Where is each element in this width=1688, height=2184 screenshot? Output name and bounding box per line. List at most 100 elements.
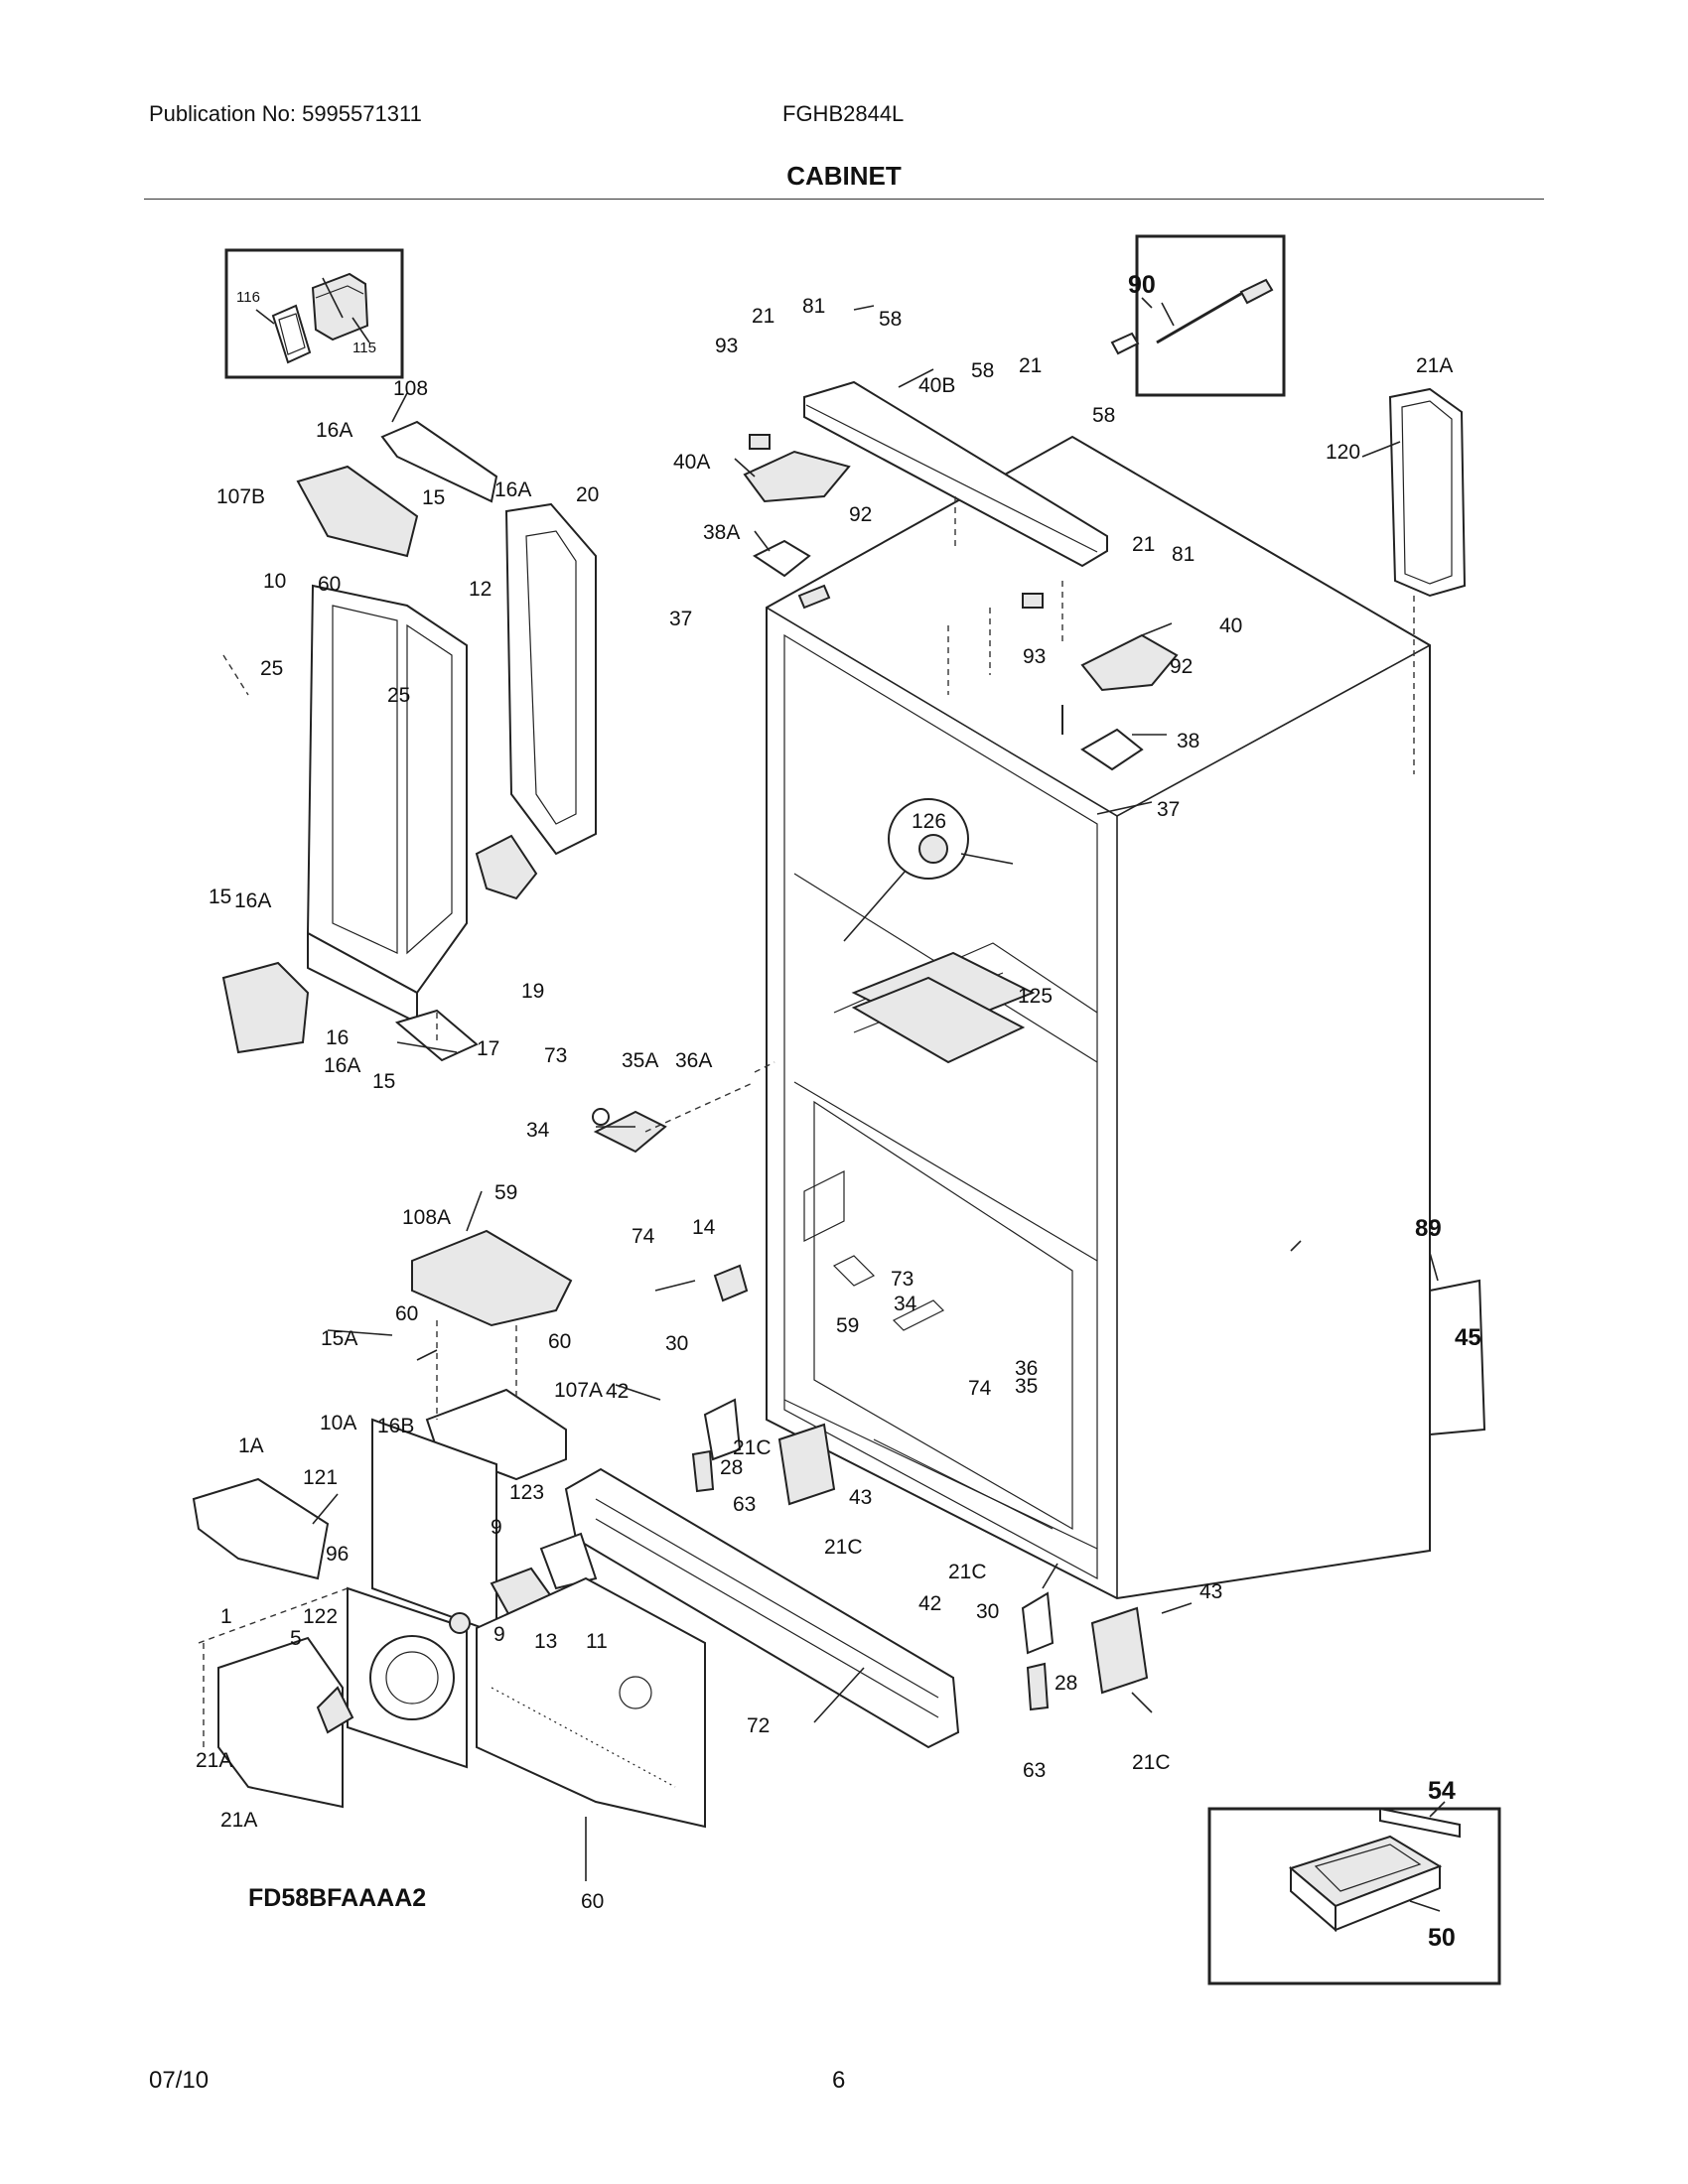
- inset-box-top-right: [1135, 234, 1286, 397]
- title-rule: [144, 199, 1544, 200]
- part-40-hinge: [1080, 633, 1179, 692]
- model-number: FGHB2844L: [782, 101, 905, 126]
- callout-17: 17: [477, 1037, 499, 1060]
- callout-9: 9: [493, 1623, 505, 1646]
- part-19-bracket: [475, 834, 538, 900]
- callout-60: 60: [548, 1330, 571, 1353]
- leader-lines: [198, 277, 1415, 1881]
- callout-21C: 21C: [733, 1436, 772, 1459]
- part-50-54-tray: [1288, 1801, 1461, 1933]
- part-125-shelf: [851, 976, 1026, 1064]
- callout-25: 25: [260, 657, 283, 680]
- callout-43: 43: [1199, 1580, 1222, 1603]
- publication-number: Publication No: 5995571311: [149, 101, 422, 126]
- part-93-blocks: [749, 434, 1044, 609]
- inset-box-bottom-right: [1207, 1807, 1501, 1985]
- callout-38: 38: [1177, 730, 1199, 752]
- callout-36: 36: [1015, 1357, 1038, 1380]
- part-120-panel: [1361, 387, 1467, 598]
- part-10-12-duct: [306, 584, 468, 1024]
- callout-10A: 10A: [320, 1412, 356, 1434]
- callout-16A: 16A: [324, 1054, 360, 1077]
- callout-107A: 107A: [554, 1379, 603, 1402]
- callout-60: 60: [395, 1302, 418, 1325]
- callout-34: 34: [894, 1293, 917, 1315]
- part-108-107B-housing: [296, 420, 498, 558]
- callout-92: 92: [849, 503, 872, 526]
- callout-15: 15: [422, 486, 445, 509]
- callout-10: 10: [263, 570, 286, 593]
- part-30-28-43-hinge-right: [1021, 1591, 1149, 1695]
- callout-16: 16: [326, 1026, 349, 1049]
- callout-107B: 107B: [216, 485, 265, 508]
- callout-72: 72: [747, 1714, 770, 1737]
- callout-60: 60: [581, 1890, 604, 1913]
- part-34-35A-hinge: [592, 1108, 667, 1154]
- callout-21: 21: [1132, 533, 1155, 556]
- callout-115: 115: [352, 340, 376, 356]
- callout-15: 15: [209, 886, 231, 908]
- callout-21A: 21A: [1416, 354, 1453, 377]
- callout-34: 34: [526, 1119, 550, 1142]
- callout-123: 123: [509, 1481, 544, 1504]
- callout-5: 5: [290, 1627, 302, 1650]
- callout-122: 122: [303, 1605, 338, 1628]
- callout-90: 90: [1128, 271, 1156, 299]
- callout-35: 35: [1015, 1375, 1038, 1398]
- callout-16A: 16A: [494, 478, 531, 501]
- callout-81: 81: [1172, 543, 1195, 566]
- callout-16B: 16B: [377, 1415, 414, 1437]
- part-14-block: [713, 1264, 749, 1302]
- callout-38A: 38A: [703, 521, 740, 544]
- callout-42: 42: [606, 1380, 629, 1403]
- part-63-leveler: [691, 1449, 1050, 1711]
- part-30-28-43-hinge-left: [703, 1398, 836, 1506]
- callout-11: 11: [586, 1630, 608, 1653]
- callout-14: 14: [692, 1216, 716, 1239]
- callout-13: 13: [534, 1630, 557, 1653]
- inset-box-top-left: [224, 248, 404, 379]
- callout-108: 108: [393, 377, 428, 400]
- page-number: 6: [832, 2067, 846, 2094]
- callout-21A: 21A: [220, 1809, 257, 1832]
- callout-73: 73: [544, 1044, 567, 1067]
- callout-93: 93: [1023, 645, 1046, 668]
- part-11-panel: [476, 1576, 706, 1829]
- callout-37: 37: [669, 608, 692, 630]
- part-121-122-fan-housing: [347, 1586, 468, 1769]
- callout-125: 125: [1018, 985, 1053, 1008]
- callout-50: 50: [1428, 1924, 1456, 1952]
- callout-21C: 21C: [824, 1536, 863, 1559]
- callout-74: 74: [968, 1377, 992, 1400]
- callout-40: 40: [1219, 614, 1242, 637]
- callout-21: 21: [752, 305, 774, 328]
- part-20-liner: [504, 502, 597, 856]
- callout-12: 12: [469, 578, 492, 601]
- callout-89: 89: [1415, 1215, 1442, 1242]
- page-title: CABINET: [786, 161, 902, 191]
- callout-60: 60: [318, 573, 341, 596]
- callout-1: 1: [220, 1605, 232, 1628]
- callout-45: 45: [1455, 1324, 1481, 1351]
- callout-30: 30: [665, 1332, 688, 1355]
- callout-116: 116: [236, 289, 260, 306]
- callout-42: 42: [918, 1592, 941, 1615]
- callout-126: 126: [912, 810, 946, 833]
- callout-labels: 116 115 108 16A 107B 15 16A 20 60 10 12 …: [196, 271, 1481, 1952]
- callout-96: 96: [326, 1543, 349, 1566]
- diagram-code: FD58BFAAAA2: [248, 1884, 426, 1912]
- callout-21: 21: [1019, 354, 1042, 377]
- callout-58: 58: [1092, 404, 1115, 427]
- part-89-45-bracket: [1429, 1252, 1486, 1436]
- callout-58: 58: [879, 308, 902, 331]
- callout-16A: 16A: [316, 419, 352, 442]
- callout-1A: 1A: [238, 1434, 264, 1457]
- callout-74: 74: [632, 1225, 655, 1248]
- callout-37: 37: [1157, 798, 1180, 821]
- part-40A-hinge: [743, 450, 851, 503]
- callout-59: 59: [494, 1181, 517, 1204]
- callout-73: 73: [891, 1268, 914, 1291]
- footer-date: 07/10: [149, 2067, 210, 2094]
- part-126-circle: [843, 798, 1014, 942]
- callout-15: 15: [372, 1070, 395, 1093]
